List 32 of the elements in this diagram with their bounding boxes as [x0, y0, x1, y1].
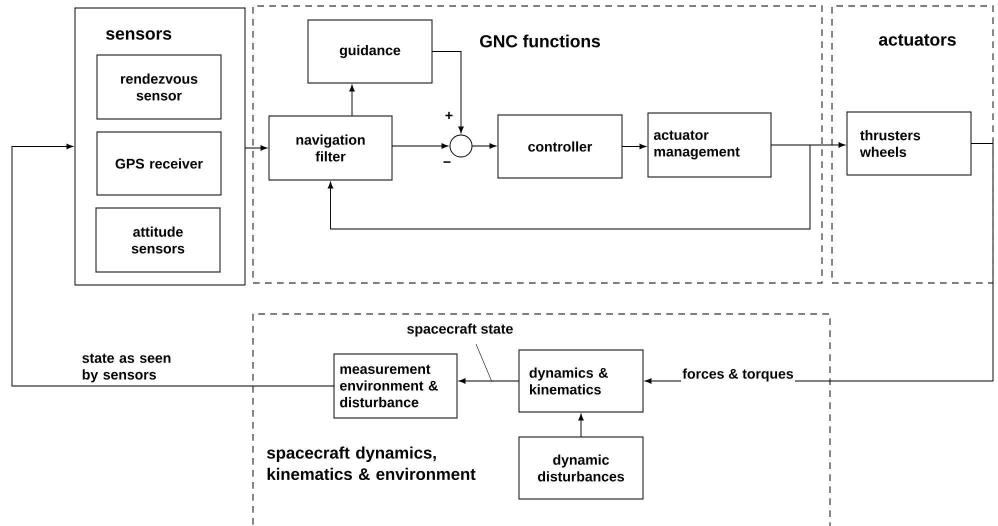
- edge-label: spacecraft state: [405, 322, 515, 338]
- arrow: [578, 414, 584, 437]
- edge-label: state as seen by sensors: [80, 352, 178, 384]
- arrow: [328, 144, 810, 230]
- group-heading: sensors: [106, 30, 172, 40]
- arrow: [349, 84, 355, 116]
- sensor-box: GPS receiver: [96, 132, 222, 196]
- process-box: thrusters wheels: [846, 112, 972, 176]
- process-box: dynamics & kinematics: [518, 350, 644, 412]
- arrow: [432, 51, 464, 134]
- arrow: [472, 143, 496, 149]
- sensor-box: rendezvous sensor: [96, 54, 222, 120]
- edge-label: forces & torques: [681, 367, 795, 383]
- arrow: [245, 145, 268, 151]
- group-heading: spacecraft dynamics, kinematics & environment: [267, 446, 476, 480]
- process-box: dynamic disturbances: [518, 436, 644, 500]
- edge-label: +: [444, 110, 454, 122]
- process-box: measurement environment & disturbance: [334, 354, 458, 418]
- group-heading: GNC functions: [480, 34, 600, 48]
- process-box: actuator management: [648, 112, 772, 178]
- arrow: [622, 144, 646, 150]
- arrow: [458, 378, 520, 384]
- sensor-box: attitude sensors: [96, 208, 220, 272]
- summing-junction: [450, 134, 472, 158]
- group-heading: actuators: [878, 34, 956, 46]
- process-box: navigation filter: [268, 116, 392, 180]
- arrow: [392, 143, 448, 149]
- process-box: controller: [498, 114, 622, 178]
- arrow: [771, 142, 846, 148]
- arrow: [12, 144, 334, 386]
- process-box: guidance: [308, 20, 432, 84]
- edge-label: −: [442, 160, 452, 168]
